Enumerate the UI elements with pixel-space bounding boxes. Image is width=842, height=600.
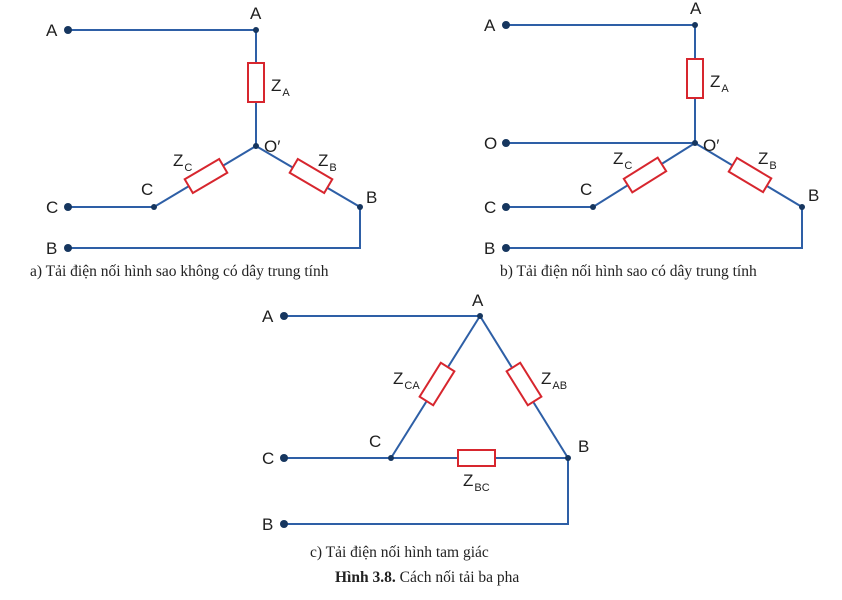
wire-a-C <box>68 145 257 208</box>
caption-a: a) Tải điện nối hình sao không có dây tr… <box>30 263 329 280</box>
terminal-a-C-dot[interactable] <box>64 203 72 211</box>
terminal-b-O-label: O <box>484 134 497 153</box>
node-c-A-dot <box>477 313 483 319</box>
node-a-neutral-label: O′ <box>264 137 280 156</box>
terminal-b-A-dot[interactable] <box>502 21 510 29</box>
resistor-zca <box>418 361 456 407</box>
label-a-zc: ZC <box>173 151 192 174</box>
terminal-b-B-label: B <box>484 239 495 258</box>
wire-a-A <box>68 29 257 63</box>
terminal-c-A-label: A <box>262 307 274 326</box>
caption-b: b) Tải điện nối hình sao có dây trung tí… <box>500 263 757 280</box>
terminal-a-B-dot[interactable] <box>64 244 72 252</box>
wire-b-A <box>506 24 696 59</box>
node-a-A-dot <box>253 27 259 33</box>
terminal-b-O-dot[interactable] <box>502 139 510 147</box>
terminal-a-A-dot[interactable] <box>64 26 72 34</box>
resistor-zb <box>288 157 334 195</box>
resistor-za <box>247 62 265 103</box>
label-zab: ZAB <box>541 369 567 392</box>
diagram-a-star-no-neutral: A C B A C B O′ ZA ZC ZB <box>46 4 377 258</box>
node-c-C-dot <box>388 455 394 461</box>
terminal-c-C-label: C <box>262 449 274 468</box>
figure-caption: Hình 3.8. Cách nối tải ba pha <box>335 569 519 587</box>
terminal-b-A-label: A <box>484 16 496 35</box>
node-b-neutral-label: O′ <box>703 136 719 155</box>
node-a-B-label: B <box>366 188 377 207</box>
node-b-B-dot <box>799 204 805 210</box>
node-c-B-label: B <box>578 437 589 456</box>
node-c-C-label: C <box>369 432 381 451</box>
resistor-b-zb <box>727 156 773 194</box>
label-b-za: ZA <box>710 72 729 95</box>
node-c-A-label: A <box>472 291 484 310</box>
terminal-c-A-dot[interactable] <box>280 312 288 320</box>
wire-c-B <box>284 458 569 525</box>
node-a-C-dot <box>151 204 157 210</box>
label-zbc: ZBC <box>463 471 490 494</box>
terminal-b-B-dot[interactable] <box>502 244 510 252</box>
node-b-A-dot <box>692 22 698 28</box>
node-b-C-dot <box>590 204 596 210</box>
caption-c: c) Tải điện nối hình tam giác <box>310 544 489 561</box>
node-a-A-label: A <box>250 4 262 23</box>
label-a-za: ZA <box>271 76 290 99</box>
label-b-zb: ZB <box>758 149 777 172</box>
label-a-zb: ZB <box>318 151 337 174</box>
label-b-zc: ZC <box>613 149 632 172</box>
terminal-a-B-label: B <box>46 239 57 258</box>
node-b-C-label: C <box>580 180 592 199</box>
resistor-b-za <box>686 58 704 99</box>
node-a-neutral-dot <box>253 143 259 149</box>
resistor-zc <box>183 157 229 195</box>
diagram-b-star-with-neutral: A O C B A C B O′ ZA ZC ZB <box>484 0 819 258</box>
resistor-zbc <box>457 449 496 467</box>
node-b-B-label: B <box>808 186 819 205</box>
node-b-A-label: A <box>690 0 702 18</box>
node-a-B-dot <box>357 204 363 210</box>
terminal-a-C-label: C <box>46 198 58 217</box>
wire-b-C <box>506 142 696 208</box>
terminal-c-B-dot[interactable] <box>280 520 288 528</box>
terminal-b-C-dot[interactable] <box>502 203 510 211</box>
node-b-neutral-dot <box>692 140 698 146</box>
terminal-b-C-label: C <box>484 198 496 217</box>
label-zca: ZCA <box>393 369 420 392</box>
node-a-C-label: C <box>141 180 153 199</box>
resistor-zab <box>505 361 543 407</box>
resistor-b-zc <box>622 156 668 194</box>
figure-number: Hình 3.8. <box>335 569 396 586</box>
diagram-c-delta: A C B A C B ZCA ZAB ZBC <box>262 291 589 534</box>
terminal-a-A-label: A <box>46 21 58 40</box>
terminal-c-C-dot[interactable] <box>280 454 288 462</box>
figure-title: Cách nối tải ba pha <box>399 569 520 586</box>
terminal-c-B-label: B <box>262 515 273 534</box>
node-c-B-dot <box>565 455 571 461</box>
